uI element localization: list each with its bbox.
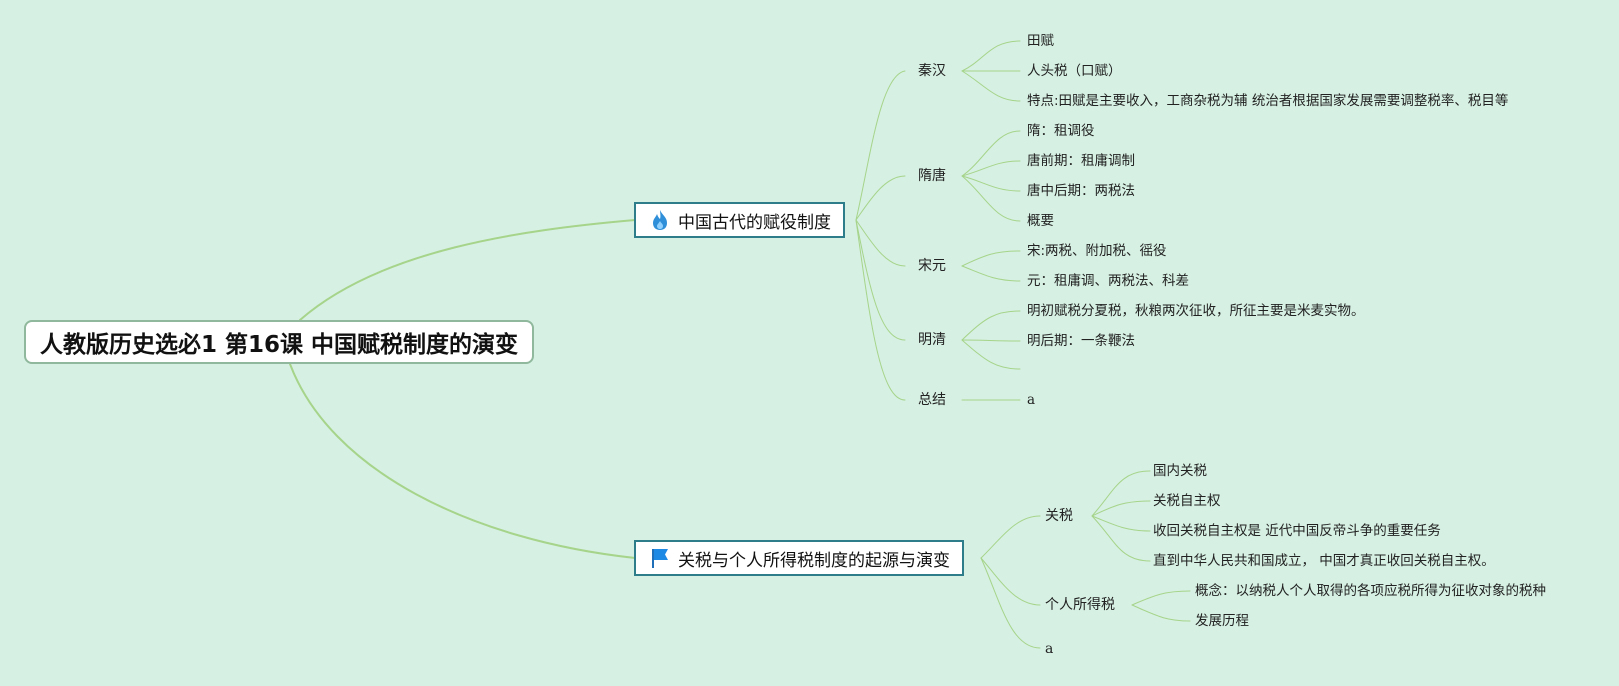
sub-topic-qinhan[interactable]: 秦汉	[918, 63, 946, 79]
sub-topic-songyuan[interactable]: 宋元	[918, 258, 946, 274]
sub-topic-income-tax[interactable]: 个人所得税	[1045, 597, 1115, 613]
item-sui[interactable]: 隋：租调役	[1027, 123, 1095, 139]
root-topic[interactable]: 人教版历史选必1 第16课 中国赋税制度的演变	[24, 320, 534, 364]
flag-icon	[650, 546, 672, 570]
item-tang-early[interactable]: 唐前期：租庸调制	[1027, 153, 1135, 169]
item-zizhuquan[interactable]: 关税自主权	[1153, 493, 1221, 509]
item-tang-late[interactable]: 唐中后期：两税法	[1027, 183, 1135, 199]
item-fazhan[interactable]: 发展历程	[1195, 613, 1249, 629]
item-gainian[interactable]: 概念：以纳税人个人取得的各项应税所得为征收对象的税种	[1195, 583, 1546, 599]
item-rentoushui[interactable]: 人头税（口赋）	[1027, 63, 1122, 79]
main-topic-ancient-tax[interactable]: 中国古代的赋役制度	[634, 202, 845, 238]
item-tianfu[interactable]: 田赋	[1027, 33, 1054, 49]
root-title: 人教版历史选必1 第16课 中国赋税制度的演变	[39, 332, 519, 358]
sub-topic-mingqing[interactable]: 明清	[918, 332, 946, 348]
sub-topic-suitang[interactable]: 隋唐	[918, 168, 946, 184]
item-tedian[interactable]: 特点:田赋是主要收入，工商杂税为辅 统治者根据国家发展需要调整税率、税目等	[1027, 93, 1509, 109]
item-gaiyao[interactable]: 概要	[1027, 213, 1054, 229]
item-guonei-guanshui[interactable]: 国内关税	[1153, 463, 1207, 479]
item-ming-early[interactable]: 明初赋税分夏税，秋粮两次征收，所征主要是米麦实物。	[1027, 303, 1365, 319]
fire-icon	[650, 208, 672, 232]
item-ming-late[interactable]: 明后期：一条鞭法	[1027, 333, 1135, 349]
main-topic-label: 中国古代的赋役制度	[678, 212, 831, 233]
sub-topic-a[interactable]: a	[1045, 641, 1054, 657]
item-yuan[interactable]: 元：租庸调、两税法、科差	[1027, 273, 1189, 289]
item-song[interactable]: 宋:两税、附加税、徭役	[1027, 243, 1167, 259]
main-topic-customs-income-tax[interactable]: 关税与个人所得税制度的起源与演变	[634, 540, 964, 576]
sub-topic-guanshui[interactable]: 关税	[1045, 508, 1073, 524]
item-zhidao[interactable]: 直到中华人民共和国成立， 中国才真正收回关税自主权。	[1153, 553, 1495, 569]
item-shouhui[interactable]: 收回关税自主权是 近代中国反帝斗争的重要任务	[1153, 523, 1441, 539]
main-topic-label: 关税与个人所得税制度的起源与演变	[678, 550, 950, 571]
item-a[interactable]: a	[1027, 392, 1036, 408]
sub-topic-zongjie[interactable]: 总结	[918, 392, 946, 408]
